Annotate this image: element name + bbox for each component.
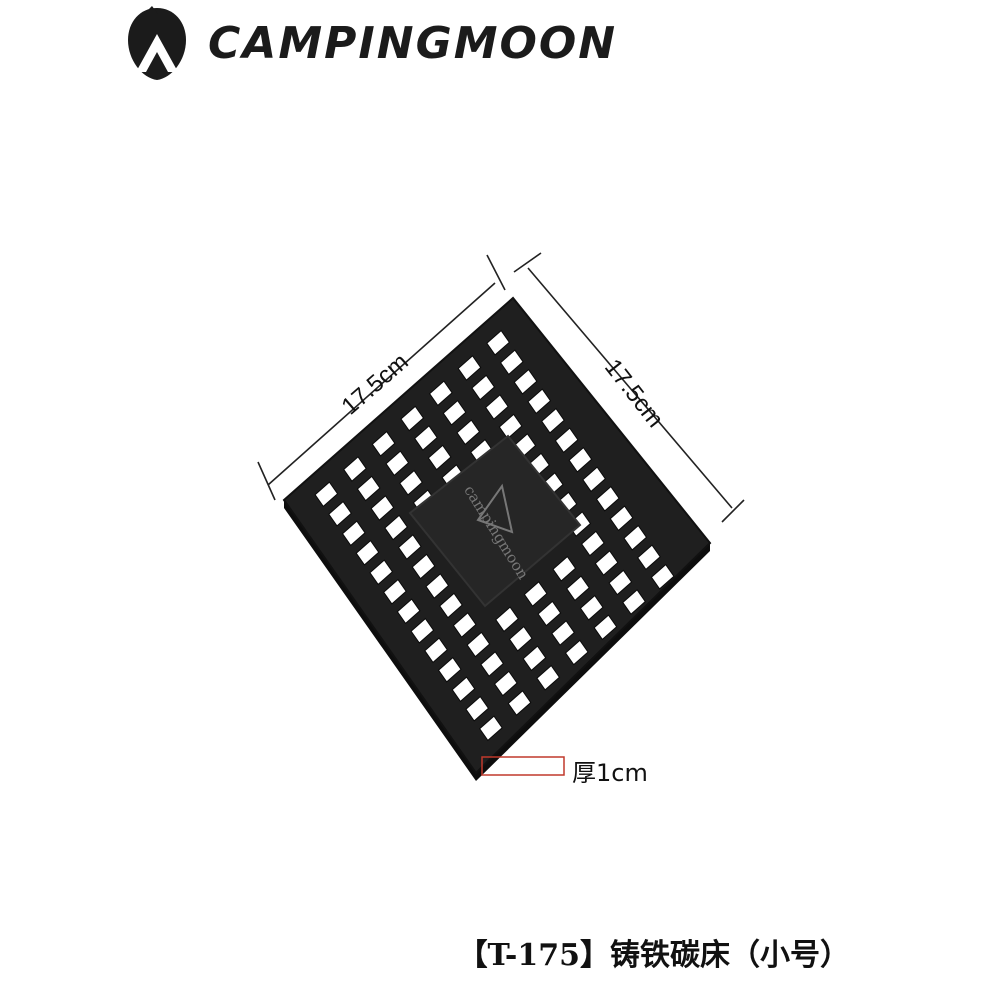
grate-slot bbox=[499, 349, 524, 376]
grate-slot bbox=[428, 380, 453, 407]
grate-slot bbox=[382, 578, 407, 605]
grate-slot bbox=[371, 430, 396, 457]
thickness-label: 厚1cm bbox=[572, 759, 648, 787]
grate-slot bbox=[355, 539, 380, 566]
grate-slot bbox=[328, 500, 352, 527]
grate-slot bbox=[484, 394, 509, 420]
grate-slot bbox=[437, 656, 462, 683]
grate-slot bbox=[564, 639, 589, 666]
grate-slot bbox=[580, 530, 605, 557]
grate-slot bbox=[399, 469, 423, 496]
grate-slot bbox=[568, 446, 593, 473]
grate-slot bbox=[523, 581, 548, 607]
grate-slot bbox=[508, 625, 533, 652]
grate-slot bbox=[397, 534, 422, 560]
grate-slot bbox=[513, 368, 538, 395]
grate-slot bbox=[400, 405, 425, 432]
grate-slot bbox=[507, 690, 532, 716]
grate-slot bbox=[609, 505, 634, 532]
grate-slot bbox=[608, 569, 633, 596]
grate-slot bbox=[451, 676, 476, 703]
grate-slot bbox=[410, 617, 435, 644]
grate-slot bbox=[593, 614, 618, 641]
grate-slot bbox=[314, 481, 339, 508]
grate-slot bbox=[396, 598, 421, 625]
brand-name: CAMPINGMOON bbox=[208, 18, 618, 69]
length-dimension bbox=[513, 252, 745, 523]
grate-slot bbox=[427, 444, 452, 471]
grate-slot bbox=[537, 600, 562, 627]
grate-slot bbox=[486, 329, 511, 356]
width-dimension bbox=[257, 254, 506, 501]
product-caption: 【T-175】铸铁碳床（小号） bbox=[457, 938, 850, 973]
plaque-logo-icon bbox=[476, 483, 514, 534]
grate-slot bbox=[456, 419, 481, 446]
grate-slot bbox=[552, 555, 577, 582]
grate-slot bbox=[493, 670, 518, 697]
grate-slots bbox=[314, 329, 675, 742]
grate-slot bbox=[495, 606, 519, 633]
grate-slot bbox=[465, 695, 490, 722]
grate-slot bbox=[452, 612, 477, 638]
grate-slot bbox=[439, 592, 463, 619]
grate-slot bbox=[341, 520, 366, 547]
grate-slot bbox=[650, 563, 675, 590]
cast-iron-grate: campingmoon bbox=[282, 296, 712, 781]
grate-slot bbox=[356, 475, 381, 502]
grate-slot bbox=[541, 407, 565, 434]
grate-slot bbox=[471, 374, 496, 401]
campingmoon-logo-icon bbox=[128, 6, 186, 80]
grate-slot bbox=[551, 620, 576, 646]
grate-slot bbox=[457, 355, 482, 381]
grate-slot bbox=[442, 399, 467, 426]
grate-slot bbox=[554, 427, 579, 454]
grate-slot bbox=[466, 631, 491, 658]
grate-slot bbox=[478, 715, 503, 742]
brand-header: CAMPINGMOON bbox=[122, 0, 615, 90]
grate-slot bbox=[370, 495, 395, 521]
grate-slot bbox=[424, 637, 448, 664]
grate-slot bbox=[384, 514, 409, 541]
grate-slot bbox=[594, 550, 619, 576]
grate-slot bbox=[498, 413, 523, 440]
grate-slot bbox=[566, 575, 590, 602]
grate-slot bbox=[385, 450, 410, 477]
grate-slot bbox=[637, 544, 661, 571]
grate-slot bbox=[369, 559, 394, 586]
grate-slot bbox=[527, 388, 552, 415]
grate-slot bbox=[343, 456, 367, 482]
grate-slot bbox=[623, 524, 648, 551]
grate-slot bbox=[425, 573, 450, 599]
grate-slot bbox=[595, 485, 620, 512]
grate-slot bbox=[579, 594, 604, 621]
grate-slot bbox=[480, 651, 505, 677]
grate-slot bbox=[536, 664, 561, 691]
center-plaque bbox=[408, 434, 582, 608]
grate-slot bbox=[622, 589, 646, 615]
grate-slot bbox=[522, 645, 547, 672]
grate-slot bbox=[413, 425, 438, 451]
thickness-marker bbox=[481, 756, 565, 776]
grate-slot bbox=[582, 466, 607, 493]
grate-slot bbox=[411, 553, 436, 580]
